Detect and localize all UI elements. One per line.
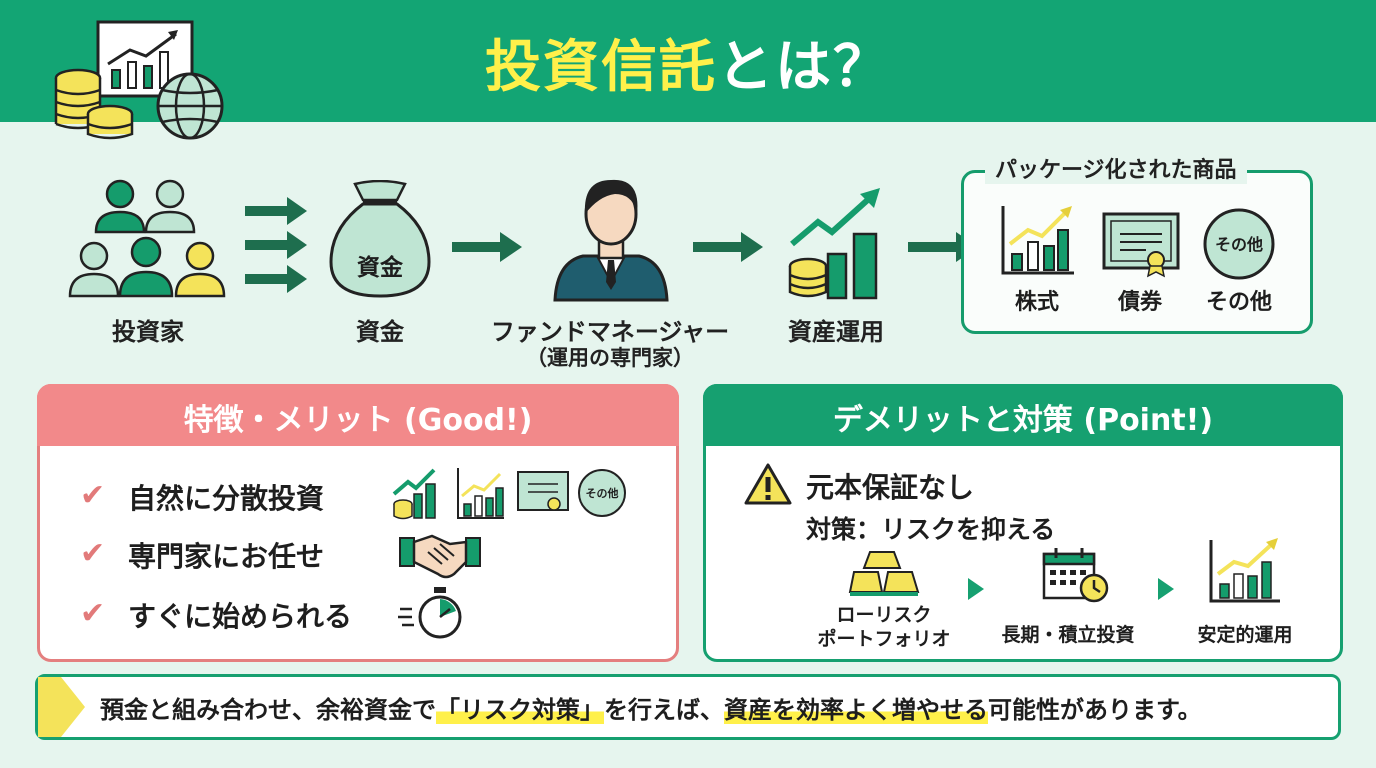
merit-item-expert: 専門家にお任せ bbox=[128, 540, 325, 573]
chevron-right-icon bbox=[968, 578, 984, 600]
summary-highlight-risk: 「リスク対策」 bbox=[436, 696, 604, 724]
package-item-bonds: 債券 bbox=[1117, 290, 1162, 315]
other-circle-icon bbox=[1203, 208, 1275, 280]
package-item-other: その他 bbox=[1205, 290, 1272, 315]
chevron-right-icon bbox=[1158, 578, 1174, 600]
demerits-title: デメリットと対策 (Point!) bbox=[832, 403, 1214, 438]
flow-label-fund-manager: ファンドマネージャー bbox=[490, 318, 730, 346]
money-bag-text: 資金 bbox=[357, 255, 403, 281]
step-stable: 安定的運用 bbox=[1197, 624, 1293, 646]
money-bag-icon bbox=[329, 180, 431, 298]
warning-icon bbox=[744, 463, 792, 505]
handshake-icon bbox=[399, 534, 481, 579]
other-circle-text: その他 bbox=[1214, 235, 1263, 254]
coins-chart-globe-icon bbox=[54, 20, 224, 140]
measure-text: 対策：リスクを抑える bbox=[806, 515, 1056, 544]
calendar-clock-icon bbox=[1042, 548, 1109, 603]
triple-arrow-icon bbox=[245, 197, 307, 293]
summary-text: 預金と組み合わせ、余裕資金で「リスク対策」を行えば、資産を効率よく増やせる可能性… bbox=[100, 690, 1202, 725]
step-low-risk-line2: ポートフォリオ bbox=[817, 628, 951, 650]
step-low-risk-line1: ローリスク bbox=[836, 604, 932, 626]
merits-panel-header bbox=[37, 384, 679, 446]
header-bar bbox=[0, 0, 1376, 122]
yellow-arrow-icon bbox=[38, 677, 85, 737]
flow-sublabel-fund-manager: （運用の専門家） bbox=[526, 346, 694, 370]
check-icon: ✔ bbox=[80, 536, 106, 571]
page-title: 投資信託とは？ bbox=[0, 22, 1376, 103]
title-part1: 投資信託 bbox=[485, 35, 717, 100]
title-part2: とは？ bbox=[717, 35, 891, 100]
investors-people-icon bbox=[68, 179, 226, 298]
gold-bars-icon bbox=[848, 551, 920, 596]
stopwatch-icon bbox=[398, 587, 462, 639]
bond-certificate-icon bbox=[1102, 212, 1180, 278]
merit-item-easy-start: すぐに始められる bbox=[128, 600, 353, 633]
fund-manager-icon bbox=[553, 179, 669, 302]
merit-other-badge: その他 bbox=[585, 487, 619, 500]
flow-label-funds: 資金 bbox=[356, 318, 404, 346]
arrow-right-icon bbox=[693, 232, 763, 262]
flow-label-asset-management: 資産運用 bbox=[788, 318, 884, 346]
merits-title: 特徴・メリット (Good!) bbox=[183, 403, 533, 438]
summary-part3: 可能性があります。 bbox=[988, 696, 1202, 724]
flow-label-investors: 投資家 bbox=[112, 318, 184, 346]
summary-box bbox=[35, 674, 1341, 740]
step-long-term: 長期・積立投資 bbox=[1001, 624, 1135, 646]
merit-item-diversified: 自然に分散投資 bbox=[128, 482, 325, 515]
demerits-panel-header bbox=[703, 384, 1343, 446]
diversified-assets-icon bbox=[392, 468, 626, 520]
rising-chart-icon bbox=[1209, 538, 1280, 603]
package-item-stocks: 株式 bbox=[1014, 290, 1059, 315]
summary-part1: 預金と組み合わせ、余裕資金で bbox=[100, 696, 436, 724]
arrow-right-icon bbox=[452, 232, 522, 262]
warning-text: 元本保証なし bbox=[806, 471, 975, 504]
summary-highlight-assets: 資産を効率よく増やせる bbox=[724, 696, 988, 724]
check-icon: ✔ bbox=[80, 478, 106, 513]
growth-chart-coins-icon bbox=[788, 188, 880, 300]
stock-chart-icon bbox=[1001, 206, 1074, 275]
check-icon: ✔ bbox=[80, 596, 106, 631]
summary-part2: を行えば、 bbox=[604, 696, 724, 724]
package-title: パッケージ化された商品 bbox=[985, 152, 1247, 184]
